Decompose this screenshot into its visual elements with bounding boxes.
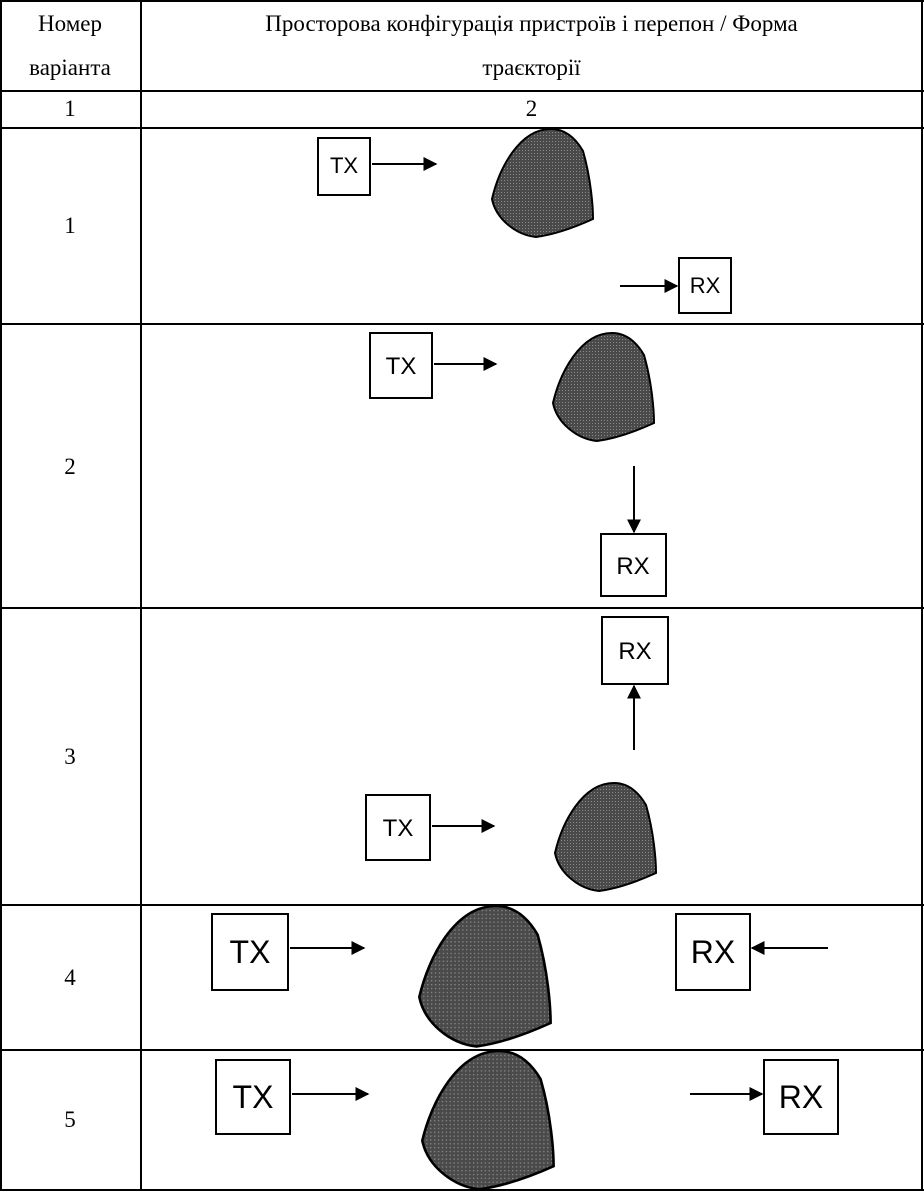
- table-border-top: [0, 0, 924, 2]
- rx-box: [601, 616, 669, 685]
- rx-label: RX: [618, 638, 651, 665]
- rx-label: RX: [779, 1079, 823, 1115]
- variant-number: 3: [64, 744, 76, 769]
- header-col2-line2: траєкторії: [482, 55, 581, 80]
- tx-box: [215, 1059, 291, 1135]
- variant-number: 4: [64, 965, 76, 990]
- table-rule: [0, 1049, 924, 1051]
- table-border-right: [921, 0, 923, 1191]
- rx-label: RX: [616, 553, 649, 580]
- rx-box: [678, 257, 732, 314]
- rx-box: [675, 913, 751, 991]
- variant-2-diagram: TX RX: [369, 332, 667, 597]
- rx-label: RX: [690, 273, 721, 298]
- table-rule: [0, 323, 924, 325]
- rx-label: RX: [691, 934, 735, 970]
- numbering-col2: 2: [525, 96, 538, 121]
- tx-label: TX: [233, 1079, 274, 1115]
- header-col2-line1: Просторова конфігурація пристроїв і пере…: [265, 11, 798, 36]
- tx-label: TX: [383, 815, 414, 842]
- numbering-col1: 1: [64, 96, 76, 121]
- table-rule: [0, 127, 924, 129]
- tx-label: TX: [230, 934, 271, 970]
- obstacle-shape: [552, 332, 655, 442]
- table-rule: [0, 607, 924, 609]
- tx-box: [317, 137, 371, 196]
- obstacle-shape: [491, 128, 594, 238]
- tx-box: [211, 913, 289, 991]
- rx-box: [600, 533, 667, 597]
- variant-number: 2: [64, 454, 76, 479]
- variant-number: 1: [64, 213, 76, 238]
- obstacle-shape: [417, 904, 552, 1048]
- variant-3-diagram: RX TX: [365, 616, 669, 892]
- variant-number: 5: [64, 1107, 76, 1132]
- obstacle-shape: [554, 782, 657, 892]
- header-col1-line1: Номер: [38, 11, 102, 36]
- obstacle-shape: [420, 1049, 555, 1191]
- table-border-bottom: [0, 1189, 924, 1191]
- variant-1-diagram: TX RX: [317, 128, 732, 314]
- table-rule: [0, 904, 924, 906]
- variant-4-diagram: TX RX: [211, 904, 828, 1048]
- tx-box: [365, 794, 431, 861]
- tx-label: TX: [330, 153, 358, 178]
- rx-box: [763, 1059, 839, 1135]
- table-border-left: [0, 0, 2, 1191]
- header-col1-line2: варіанта: [29, 55, 111, 80]
- tx-label: TX: [386, 353, 417, 380]
- table-rule: [0, 90, 924, 92]
- tx-box: [369, 332, 433, 399]
- variant-5-diagram: TX RX: [215, 1049, 839, 1191]
- table-column-divider: [140, 0, 142, 1191]
